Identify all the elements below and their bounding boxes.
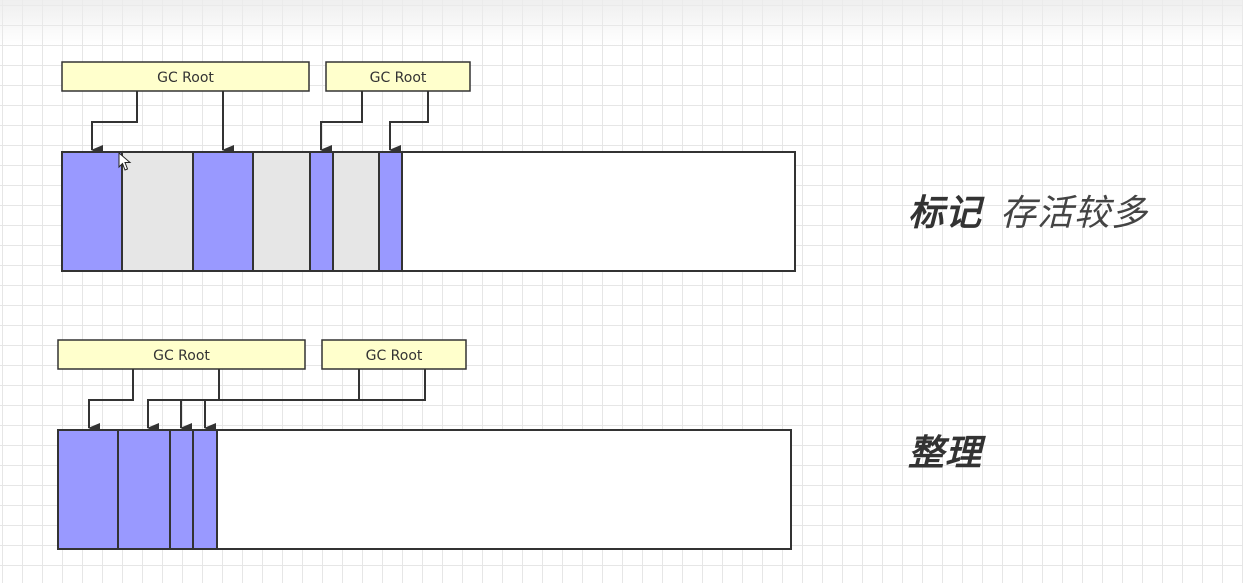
mark-block-free <box>401 151 796 272</box>
compact-block-live-3 <box>169 429 194 550</box>
mark-root2-arrow-a <box>320 91 363 155</box>
mark-connectors <box>91 91 429 155</box>
compact-root1-arrow-b <box>204 369 220 433</box>
mark-gc-root-2-label: GC Root <box>370 70 427 86</box>
mark-block-live-1 <box>61 151 123 272</box>
compact-block-live-2 <box>117 429 171 550</box>
mark-gc-root-1-label: GC Root <box>157 70 214 86</box>
mark-gc-root-2: GC Root <box>325 61 471 92</box>
mark-block-live-2 <box>192 151 254 272</box>
compact-phase-label: 整理 <box>908 436 982 472</box>
mark-block-garbage-3 <box>332 151 380 272</box>
compact-connectors <box>88 369 426 433</box>
top-fade <box>0 0 1243 46</box>
mark-root2-arrow-b <box>389 91 429 155</box>
compact-gc-root-1: GC Root <box>57 339 306 370</box>
compact-block-live-4 <box>192 429 218 550</box>
mark-memory <box>61 151 796 272</box>
compact-gc-root-1-label: GC Root <box>153 348 210 364</box>
compact-block-live-1 <box>57 429 119 550</box>
compact-root1-arrow-a <box>88 369 134 433</box>
mark-description: 存活较多 <box>1000 193 1149 234</box>
mark-block-garbage-1 <box>121 151 194 272</box>
mark-diagram: GC Root GC Root <box>61 61 796 272</box>
mouse-cursor-icon <box>118 152 132 171</box>
compact-memory <box>57 429 792 550</box>
compact-title: 整理 <box>908 433 983 474</box>
compact-root2-arrow-b <box>180 369 426 433</box>
compact-root2-arrow-a <box>147 369 360 433</box>
mark-title: 标记 <box>908 193 983 234</box>
mark-block-live-3 <box>309 151 334 272</box>
mark-gc-root-1: GC Root <box>61 61 310 92</box>
compact-diagram: GC Root GC Root <box>57 339 792 550</box>
compact-block-free <box>216 429 792 550</box>
mark-block-live-4 <box>378 151 403 272</box>
mark-block-garbage-2 <box>252 151 311 272</box>
compact-gc-root-2: GC Root <box>321 339 467 370</box>
compact-gc-root-2-label: GC Root <box>366 348 423 364</box>
mark-phase-label: 标记存活较多 <box>908 196 1148 232</box>
mark-root1-arrow-a <box>91 91 138 155</box>
